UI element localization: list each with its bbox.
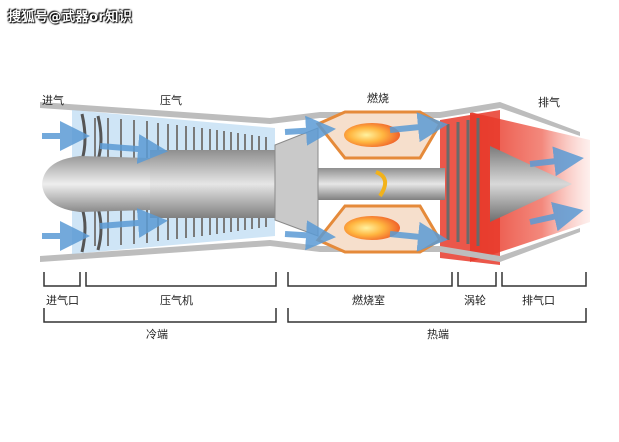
rotation-arrow <box>375 170 388 198</box>
turbine-stages <box>446 118 480 246</box>
compressor-drum <box>150 150 275 218</box>
diffuser-section <box>274 127 319 237</box>
airflow-arrows <box>42 112 584 252</box>
label-cold-end: 冷端 <box>146 328 168 341</box>
label-compress: 压气 <box>160 94 182 107</box>
label-turbine: 涡轮 <box>464 294 486 307</box>
turbine-hot-zone <box>440 110 500 265</box>
section-brackets <box>43 308 587 323</box>
label-combustor: 燃烧室 <box>352 294 385 307</box>
label-inlet: 进气口 <box>46 294 79 307</box>
label-nozzle: 排气口 <box>522 294 555 307</box>
component-brackets <box>43 272 587 287</box>
label-hot-end: 热端 <box>427 328 449 341</box>
label-intake: 进气 <box>42 94 64 107</box>
exhaust-cone <box>490 146 572 222</box>
watermark: 搜狐号@武器or知识 <box>8 10 133 25</box>
label-compressor: 压气机 <box>160 294 193 307</box>
spinner-cone <box>42 156 150 212</box>
combustor-top <box>315 110 443 160</box>
label-exhaust: 排气 <box>538 96 560 109</box>
label-combust: 燃烧 <box>367 92 389 105</box>
combustor-bottom <box>315 204 443 254</box>
